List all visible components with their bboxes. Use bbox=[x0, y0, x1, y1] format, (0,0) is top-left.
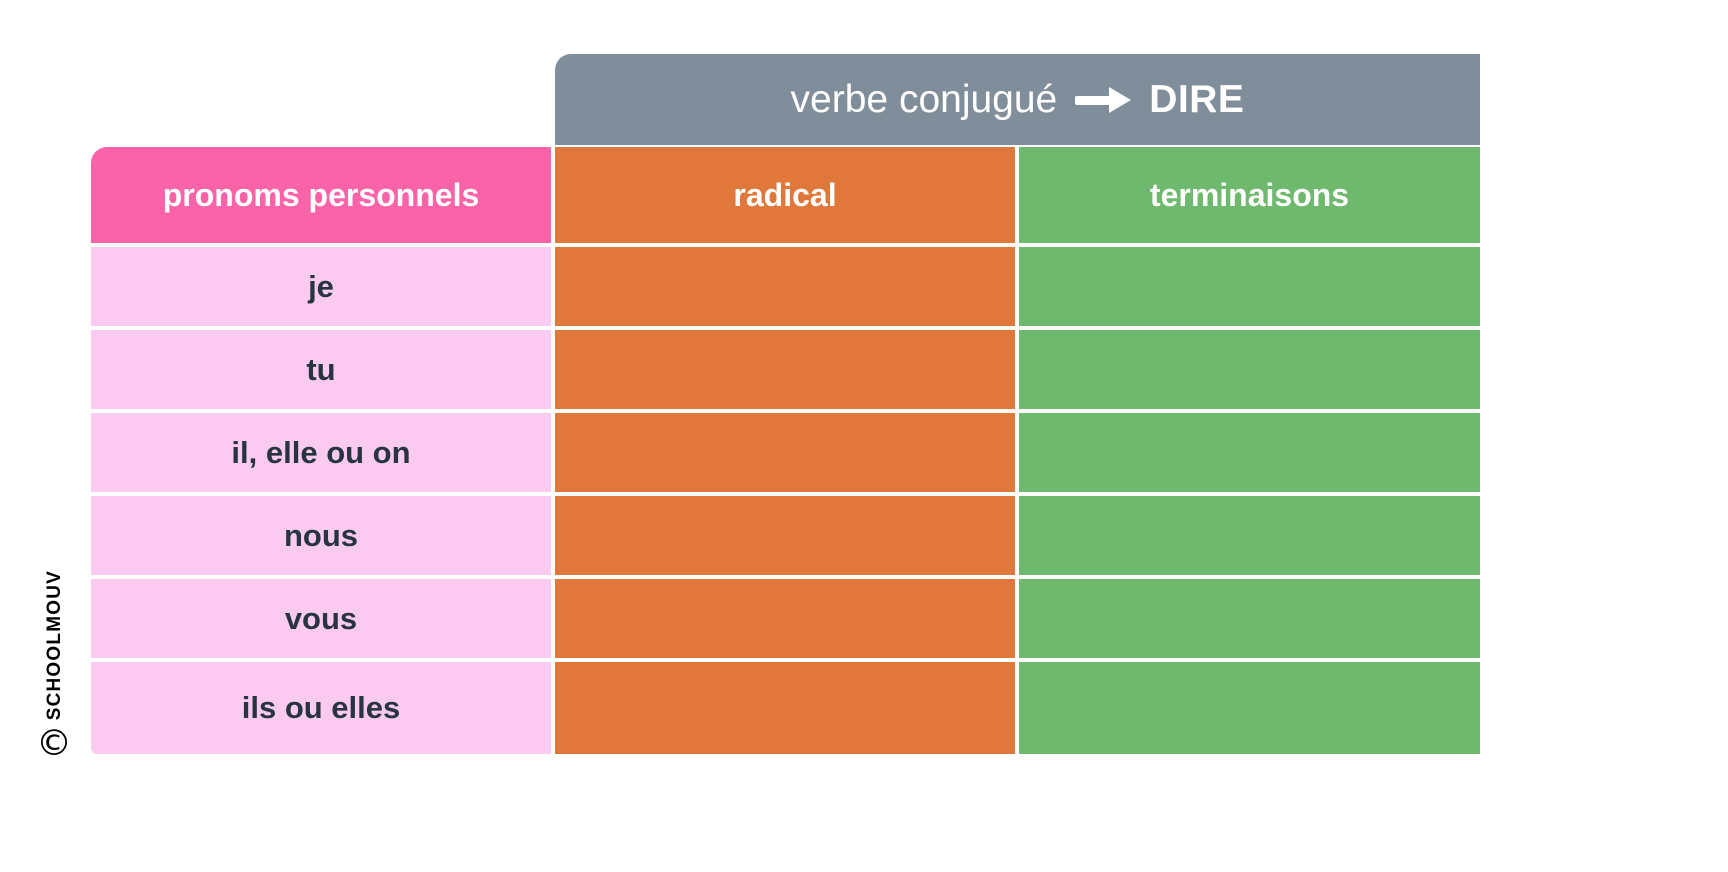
pronoun-cell: il, elle ou on bbox=[91, 413, 551, 492]
radical-cell[interactable] bbox=[555, 247, 1015, 326]
verb-span-header-content: verbe conjugué DIRE bbox=[791, 78, 1245, 122]
ending-cell[interactable] bbox=[1019, 579, 1480, 658]
watermark-brand-label: SCHOOLMOUV bbox=[43, 570, 65, 721]
column-header-radical: radical bbox=[555, 147, 1015, 243]
radical-cell[interactable] bbox=[555, 579, 1015, 658]
table-row: il, elle ou on bbox=[91, 413, 1480, 492]
radical-cell[interactable] bbox=[555, 662, 1015, 754]
table-row: nous bbox=[91, 496, 1480, 575]
table-row: tu bbox=[91, 330, 1480, 409]
ending-cell[interactable] bbox=[1019, 413, 1480, 492]
verb-span-header: verbe conjugué DIRE bbox=[555, 54, 1480, 145]
column-header-pronouns: pronoms personnels bbox=[91, 147, 551, 243]
pronoun-cell: ils ou elles bbox=[91, 662, 551, 754]
pronoun-cell: nous bbox=[91, 496, 551, 575]
table-grid: pronoms personnels radical terminaisons … bbox=[91, 147, 1480, 754]
ending-cell[interactable] bbox=[1019, 496, 1480, 575]
verb-name-label: DIRE bbox=[1149, 77, 1245, 121]
column-header-endings: terminaisons bbox=[1019, 147, 1480, 243]
pronoun-cell: je bbox=[91, 247, 551, 326]
watermark: SCHOOLMOUV © bbox=[26, 570, 82, 762]
ending-cell[interactable] bbox=[1019, 662, 1480, 754]
conjugation-table: verbe conjugué DIRE pronoms personnels r… bbox=[91, 54, 1480, 754]
table-row: ils ou elles bbox=[91, 662, 1480, 754]
radical-cell[interactable] bbox=[555, 496, 1015, 575]
radical-cell[interactable] bbox=[555, 330, 1015, 409]
pronoun-cell: vous bbox=[91, 579, 551, 658]
copyright-icon: © bbox=[36, 723, 72, 765]
table-header-row: pronoms personnels radical terminaisons bbox=[91, 147, 1480, 243]
radical-cell[interactable] bbox=[555, 413, 1015, 492]
table-row: vous bbox=[91, 579, 1480, 658]
verb-span-header-label: verbe conjugué bbox=[790, 77, 1058, 121]
table-row: je bbox=[91, 247, 1480, 326]
pronoun-cell: tu bbox=[91, 330, 551, 409]
ending-cell[interactable] bbox=[1019, 247, 1480, 326]
arrow-right-icon bbox=[1075, 86, 1132, 113]
ending-cell[interactable] bbox=[1019, 330, 1480, 409]
